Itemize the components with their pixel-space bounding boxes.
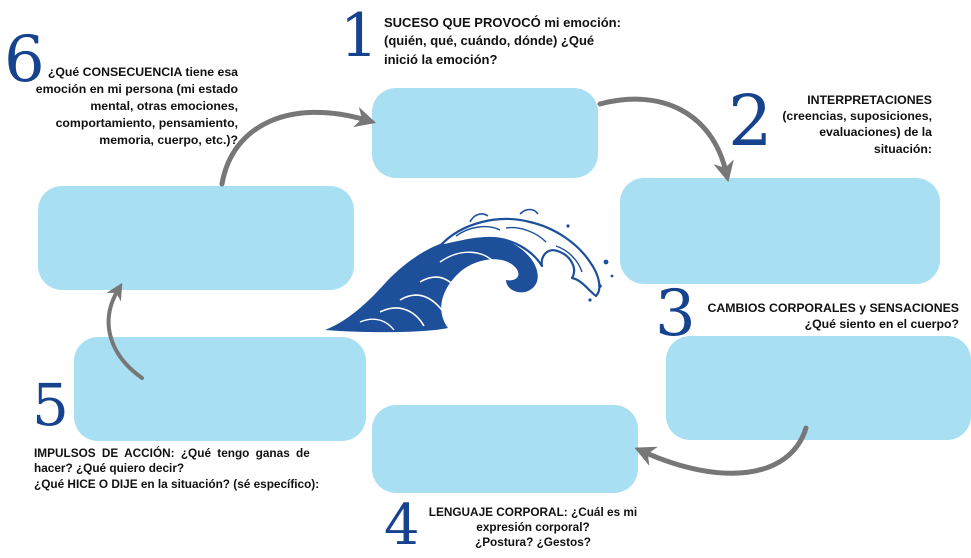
step-6-label: ¿Qué CONSECUENCIA tiene esa emoción en m… (10, 64, 238, 149)
step-5-label: IMPULSOS DE ACCIÓN: ¿Qué tengo ganas de … (34, 446, 319, 492)
step-2-label-line: (creencias, suposiciones, (782, 109, 932, 124)
box-step-6[interactable] (38, 186, 354, 290)
step-4-number: 4 (384, 493, 420, 558)
step-1-label-line: SUCESO QUE PROVOCÓ mi emoción: (384, 15, 621, 30)
step-5-label-line: IMPULSOS DE ACCIÓN: ¿Qué tengo ganas de (34, 446, 310, 460)
box-step-5[interactable] (74, 337, 366, 441)
step-3-label-line: CAMBIOS CORPORALES y SENSACIONES (707, 301, 959, 315)
step-6-label-line: comportamiento, pensamiento, (55, 115, 238, 130)
step-3-label: CAMBIOS CORPORALES y SENSACIONES ¿Qué si… (708, 300, 959, 332)
step-6-label-line: memoria, cuerpo, etc.)? (99, 132, 238, 147)
step-1-label: SUCESO QUE PROVOCÓ mi emoción: (quién, q… (384, 14, 621, 69)
box-step-3[interactable] (666, 336, 971, 440)
step-1-number: 1 (340, 1, 379, 71)
step-4-label-line: LENGUAJE CORPORAL: ¿Cuál es mi (428, 505, 638, 519)
arrow-5-to-6 (106, 282, 144, 380)
step-6-number: 6 (4, 23, 45, 97)
step-4-label-line: ¿Postura? ¿Gestos? (474, 535, 592, 550)
box-step-1[interactable] (372, 88, 598, 178)
arrow-3-to-4 (634, 425, 809, 476)
wave-icon (325, 208, 614, 333)
step-2-label-line: INTERPRETACIONES (807, 93, 932, 107)
step-4-label: LENGUAJE CORPORAL: ¿Cuál es mi expresión… (428, 505, 638, 550)
step-3-number: 3 (655, 277, 696, 351)
step-1-label-line: inició la emoción? (384, 51, 498, 67)
step-2-label-line: evaluaciones) de la (819, 125, 932, 140)
step-2-label: INTERPRETACIONES (creencias, suposicione… (782, 92, 932, 157)
step-5-label-line: hacer? ¿Qué quiero decir? (34, 461, 185, 476)
step-6-label-line: emoción en mi persona (mi estado (35, 81, 238, 96)
step-6-label-line: ¿Qué CONSECUENCIA tiene esa (47, 65, 238, 79)
step-3-label-line: ¿Qué siento en el cuerpo? (804, 317, 959, 332)
step-4-label-line: expresión corporal? (476, 520, 590, 535)
step-5-number: 5 (32, 371, 69, 439)
box-step-2[interactable] (620, 178, 940, 284)
arrow-1-to-2 (597, 96, 734, 183)
step-2-number: 2 (728, 80, 773, 162)
arrow-6-to-1 (219, 106, 377, 187)
box-step-4[interactable] (372, 405, 638, 493)
step-2-label-line: situación: (873, 141, 932, 156)
step-5-label-line: ¿Qué HICE O DIJE en la situación? (sé es… (34, 476, 320, 491)
step-6-label-line: mental, otras emociones, (90, 98, 238, 113)
step-1-label-line: (quién, qué, cuándo, dónde) ¿Qué (384, 33, 595, 49)
